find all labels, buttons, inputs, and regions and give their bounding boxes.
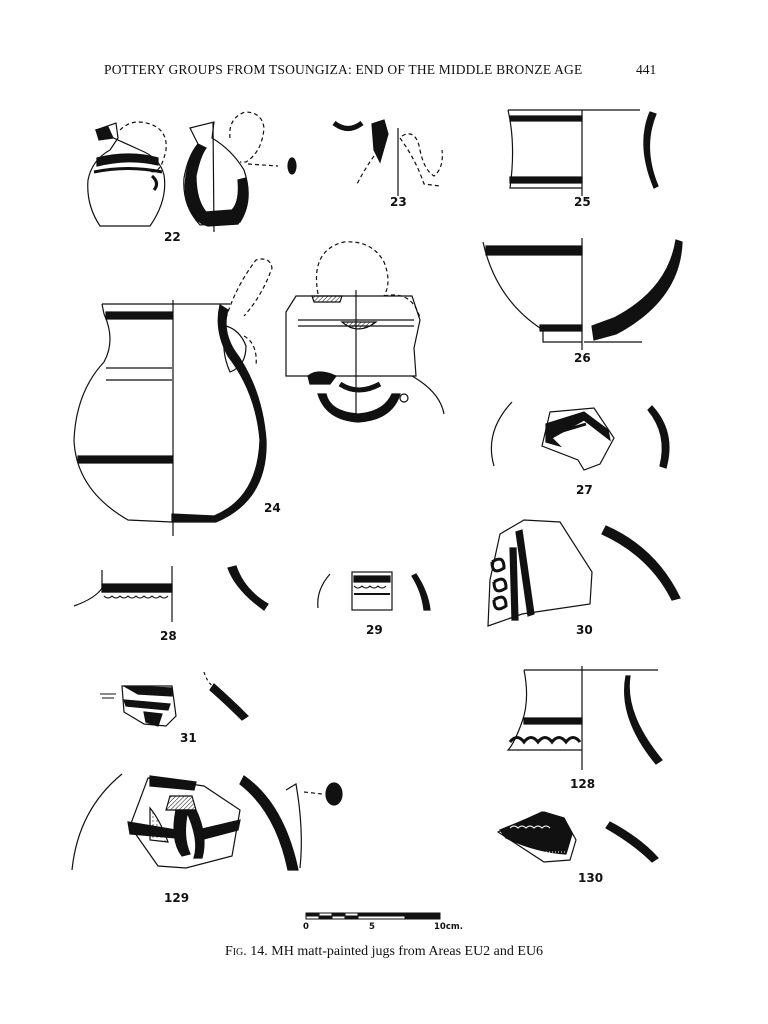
caption-figure-number: Fig. 14.: [224, 944, 268, 959]
figure-number-30: 30: [576, 623, 593, 637]
drawing-23: [332, 119, 443, 196]
scale-label-0: 0: [303, 922, 309, 932]
drawing-130: [496, 811, 659, 863]
scale-label-5: 5: [369, 922, 375, 932]
figure-number-25: 25: [574, 195, 591, 209]
figure-number-130: 130: [578, 871, 603, 885]
drawing-24-neck: [285, 241, 445, 423]
drawing-25: [507, 109, 659, 196]
figure-caption: Fig. 14. MH matt-painted jugs from Areas…: [0, 944, 768, 960]
caption-text: MH matt-painted jugs from Areas EU2 and …: [271, 944, 544, 959]
drawing-30: [487, 519, 681, 627]
drawing-29: [317, 571, 431, 611]
drawing-22: [87, 111, 297, 233]
figure-number-26: 26: [574, 351, 591, 365]
scale-bar: [305, 912, 441, 920]
figure-number-28: 28: [160, 629, 177, 643]
drawing-129: [71, 773, 343, 871]
figure-number-128: 128: [570, 777, 595, 791]
running-head: POTTERY GROUPS FROM TSOUNGIZA: END OF TH…: [0, 62, 768, 82]
figure-number-22: 22: [164, 230, 181, 244]
figure-number-29: 29: [366, 623, 383, 637]
drawing-24: [73, 258, 273, 536]
drawing-28: [73, 565, 269, 622]
figure-number-129: 129: [164, 891, 189, 905]
figure-number-31: 31: [180, 731, 197, 745]
page-number: 441: [636, 62, 657, 77]
running-title: POTTERY GROUPS FROM TSOUNGIZA: END OF TH…: [104, 62, 583, 77]
scale-label-10cm: 10cm.: [434, 922, 463, 932]
figure-number-27: 27: [576, 483, 593, 497]
drawing-31: [100, 671, 249, 727]
figure-number-24: 24: [264, 501, 281, 515]
drawing-27: [490, 401, 670, 471]
drawing-128: [506, 666, 663, 770]
drawing-26: [482, 238, 683, 350]
figure-number-23: 23: [390, 195, 407, 209]
